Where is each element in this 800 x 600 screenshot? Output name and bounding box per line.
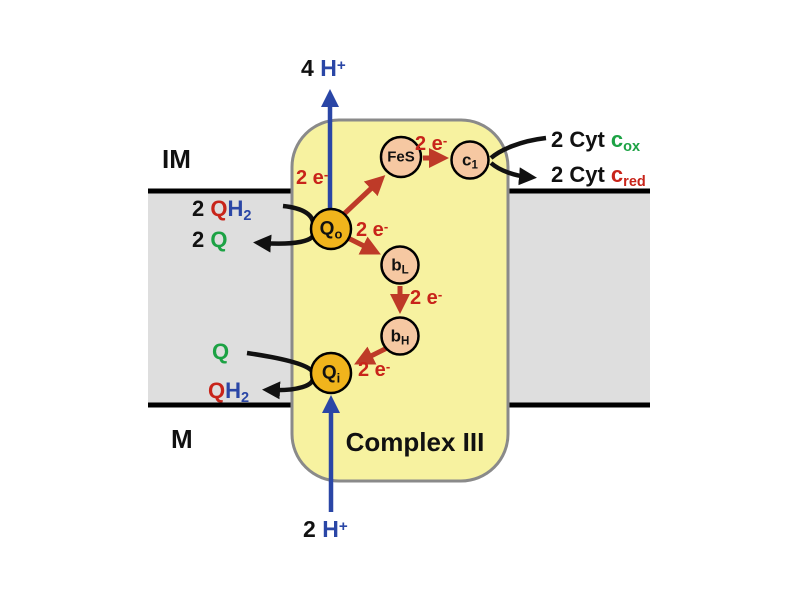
electron-arrow-qo-fes	[342, 175, 386, 216]
label-cyt-c-red: 2 Cyt cred	[551, 162, 646, 191]
label-q-in: Q	[212, 339, 230, 364]
electron-label-qo-fes: 2 e-	[296, 166, 329, 189]
center-label-bl: bL	[391, 255, 409, 277]
qi-site-circle	[309, 351, 353, 395]
electron-arrow-qo-bl	[346, 235, 381, 255]
proton-symbol: H+	[320, 55, 346, 81]
electron-label-qo-bl: 2 e-	[356, 218, 389, 241]
proton-symbol: H+	[322, 516, 348, 542]
q-entry-curve	[246, 350, 314, 373]
cytc-red-exit-arrow	[489, 161, 537, 186]
qo-site-circle	[309, 207, 353, 251]
fes-center-circle	[379, 135, 423, 179]
label-qh2-out: QH2	[208, 378, 250, 407]
proton-count: 2	[303, 516, 323, 542]
center-label-bh: bH	[390, 326, 410, 348]
label-4h-plus: 4 H+	[301, 57, 346, 80]
electron-label-bh-qi: 2 e-	[358, 358, 391, 381]
center-label-c1: c1	[462, 150, 478, 172]
label-2h-plus: 2 H+	[303, 518, 348, 541]
center-label-qi: Qi	[321, 362, 341, 386]
c1-center-circle	[450, 140, 490, 180]
bl-center-circle	[380, 245, 420, 285]
center-label-fes: FeS	[387, 148, 415, 166]
bh-center-circle	[380, 316, 420, 356]
cytc-ox-entry-curve	[489, 135, 547, 160]
label-intermembrane-space: IM	[162, 144, 191, 174]
label-matrix: M	[171, 424, 193, 454]
label-cyt-c-ox: 2 Cyt cox	[551, 127, 641, 156]
complex-iii-title: Complex III	[345, 427, 485, 457]
electron-label-fes-c1: 2 e-	[415, 132, 448, 155]
proton-count: 4	[301, 55, 321, 81]
label-2qh2-in: 2 QH2	[192, 196, 252, 225]
label-2q-out: 2 Q	[192, 227, 228, 252]
center-label-qo: Qo	[319, 218, 343, 242]
electron-arrow-bh-qi	[354, 345, 389, 365]
electron-label-bl-bh: 2 e-	[410, 286, 443, 309]
